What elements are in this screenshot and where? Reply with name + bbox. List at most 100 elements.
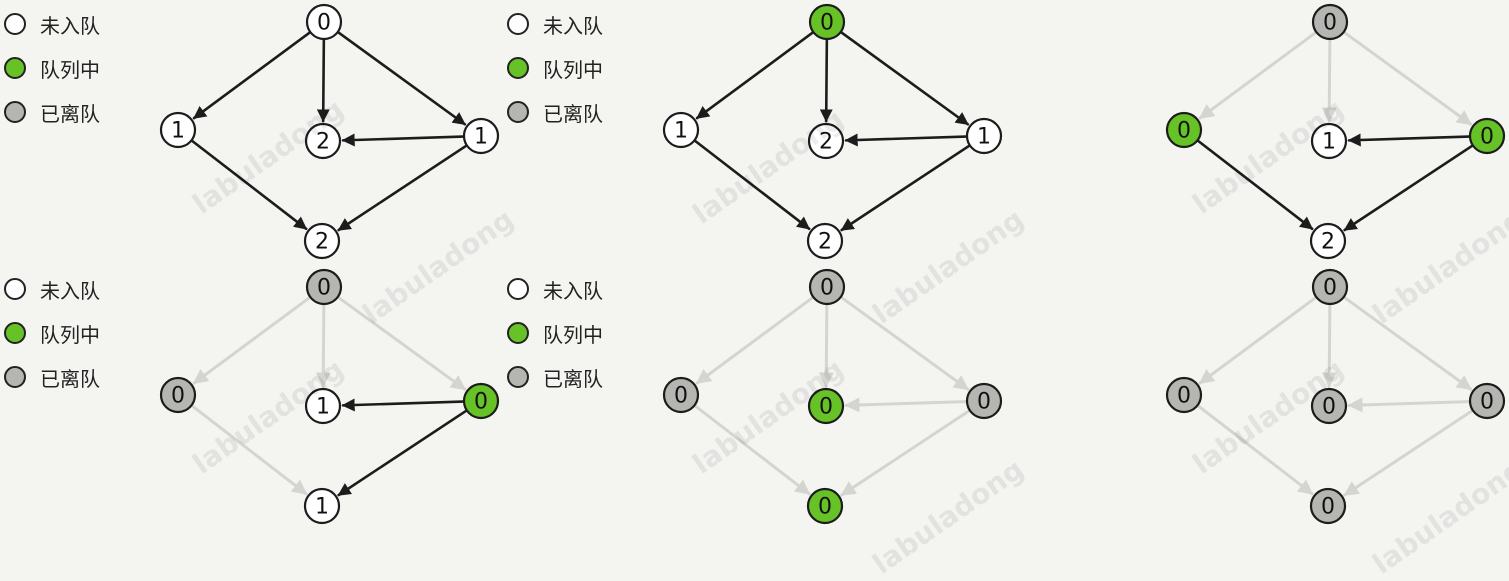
node-circle — [1165, 376, 1203, 414]
legend-label: 已离队 — [40, 101, 100, 126]
edge-arrow — [1347, 133, 1471, 147]
edge-arrow — [695, 296, 815, 385]
node-circle — [462, 117, 500, 155]
edge-arrow — [1343, 31, 1473, 126]
node-circle — [303, 487, 341, 525]
bfs-step-panel-2: 未入队队列中已离队 0 1 2 1 2 — [503, 0, 1006, 265]
node-circle — [807, 387, 845, 425]
graph-node: 1 — [159, 111, 197, 149]
node-label: 0 — [317, 11, 331, 36]
edge-arrow — [818, 303, 834, 388]
legend-swatch-icon — [4, 366, 26, 388]
graph-node: 0 — [1165, 111, 1203, 149]
legend-label: 未入队 — [543, 278, 603, 303]
node-label: 0 — [819, 395, 833, 420]
edge-arrow — [316, 38, 330, 123]
node-label: 0 — [820, 276, 834, 301]
edge-arrow — [840, 31, 970, 126]
node-circle — [304, 387, 342, 425]
legend-item-in-queue: 队列中 — [4, 46, 100, 90]
edge-arrow — [819, 38, 833, 123]
node-label: 1 — [171, 119, 185, 144]
graph-node: 0 — [1311, 3, 1349, 41]
node-label: 0 — [818, 495, 832, 520]
bfs-step-panel-3: 0 0 1 0 2 — [1006, 0, 1509, 265]
legend-swatch-icon — [507, 57, 529, 79]
node-label: 0 — [1321, 495, 1335, 520]
graph-node: 0 — [965, 382, 1003, 420]
graph-node: 0 — [662, 376, 700, 414]
node-label: 0 — [977, 390, 991, 415]
node-label: 0 — [1480, 390, 1494, 415]
graph: 0 0 0 0 0 — [1165, 268, 1506, 525]
graph-node: 0 — [807, 387, 845, 425]
graph-node: 0 — [1165, 376, 1203, 414]
node-circle — [1311, 268, 1349, 306]
edge-arrow — [1343, 144, 1474, 232]
node-label: 0 — [1323, 276, 1337, 301]
node-label: 0 — [674, 384, 688, 409]
graph-node: 2 — [807, 122, 845, 160]
edge-arrow — [337, 144, 468, 232]
node-label: 0 — [1177, 384, 1191, 409]
graph-node: 2 — [806, 222, 844, 260]
graph-node: 0 — [1468, 117, 1506, 155]
graph-node: 2 — [1309, 222, 1347, 260]
edge-arrow — [844, 133, 968, 147]
graph-node: 0 — [808, 3, 846, 41]
graph-node: 0 — [1310, 387, 1348, 425]
edge-arrow — [1321, 38, 1337, 123]
node-circle — [304, 122, 342, 160]
legend-label: 队列中 — [40, 57, 100, 82]
legend-swatch-icon — [4, 322, 26, 344]
graph-node: 0 — [808, 268, 846, 306]
node-label: 2 — [818, 230, 832, 255]
node-label: 0 — [1480, 125, 1494, 150]
edge-arrow — [1321, 303, 1337, 388]
edge-arrow — [192, 296, 312, 385]
legend-item-in-queue: 队列中 — [507, 311, 603, 355]
node-label: 0 — [171, 384, 185, 409]
edge-arrow — [315, 303, 331, 388]
edge-arrow — [1196, 404, 1314, 496]
legend: 未入队队列中已离队 — [507, 2, 603, 134]
edge-arrow — [192, 31, 311, 120]
graph-node: 1 — [662, 111, 700, 149]
graph-node: 0 — [1311, 268, 1349, 306]
node-label: 1 — [315, 495, 329, 520]
node-label: 1 — [977, 125, 991, 150]
graph: 0 1 2 1 2 — [662, 3, 1003, 260]
node-circle — [305, 3, 343, 41]
node-circle — [1310, 387, 1348, 425]
legend-label: 已离队 — [543, 101, 603, 126]
legend: 未入队队列中已离队 — [4, 2, 100, 134]
legend-item-not-enqueued: 未入队 — [507, 2, 603, 46]
legend-swatch-icon — [4, 57, 26, 79]
legend-swatch-icon — [507, 322, 529, 344]
edge-arrow — [1198, 31, 1318, 120]
edge-arrow — [693, 139, 811, 231]
legend-swatch-icon — [507, 278, 529, 300]
node-circle — [807, 122, 845, 160]
node-circle — [808, 268, 846, 306]
edge-arrow — [840, 144, 971, 232]
edge-arrow — [840, 296, 970, 391]
graph-node: 2 — [303, 222, 341, 260]
legend-item-in-queue: 队列中 — [507, 46, 603, 90]
node-circle — [305, 268, 343, 306]
node-circle — [806, 222, 844, 260]
graph-node: 2 — [304, 122, 342, 160]
node-circle — [462, 382, 500, 420]
node-label: 0 — [474, 390, 488, 415]
node-circle — [1165, 111, 1203, 149]
node-circle — [806, 487, 844, 525]
graph-node: 1 — [462, 117, 500, 155]
edge-arrow — [337, 31, 467, 126]
edge-arrow — [341, 133, 465, 147]
node-label: 1 — [1322, 130, 1336, 155]
edge-arrow — [693, 404, 811, 496]
